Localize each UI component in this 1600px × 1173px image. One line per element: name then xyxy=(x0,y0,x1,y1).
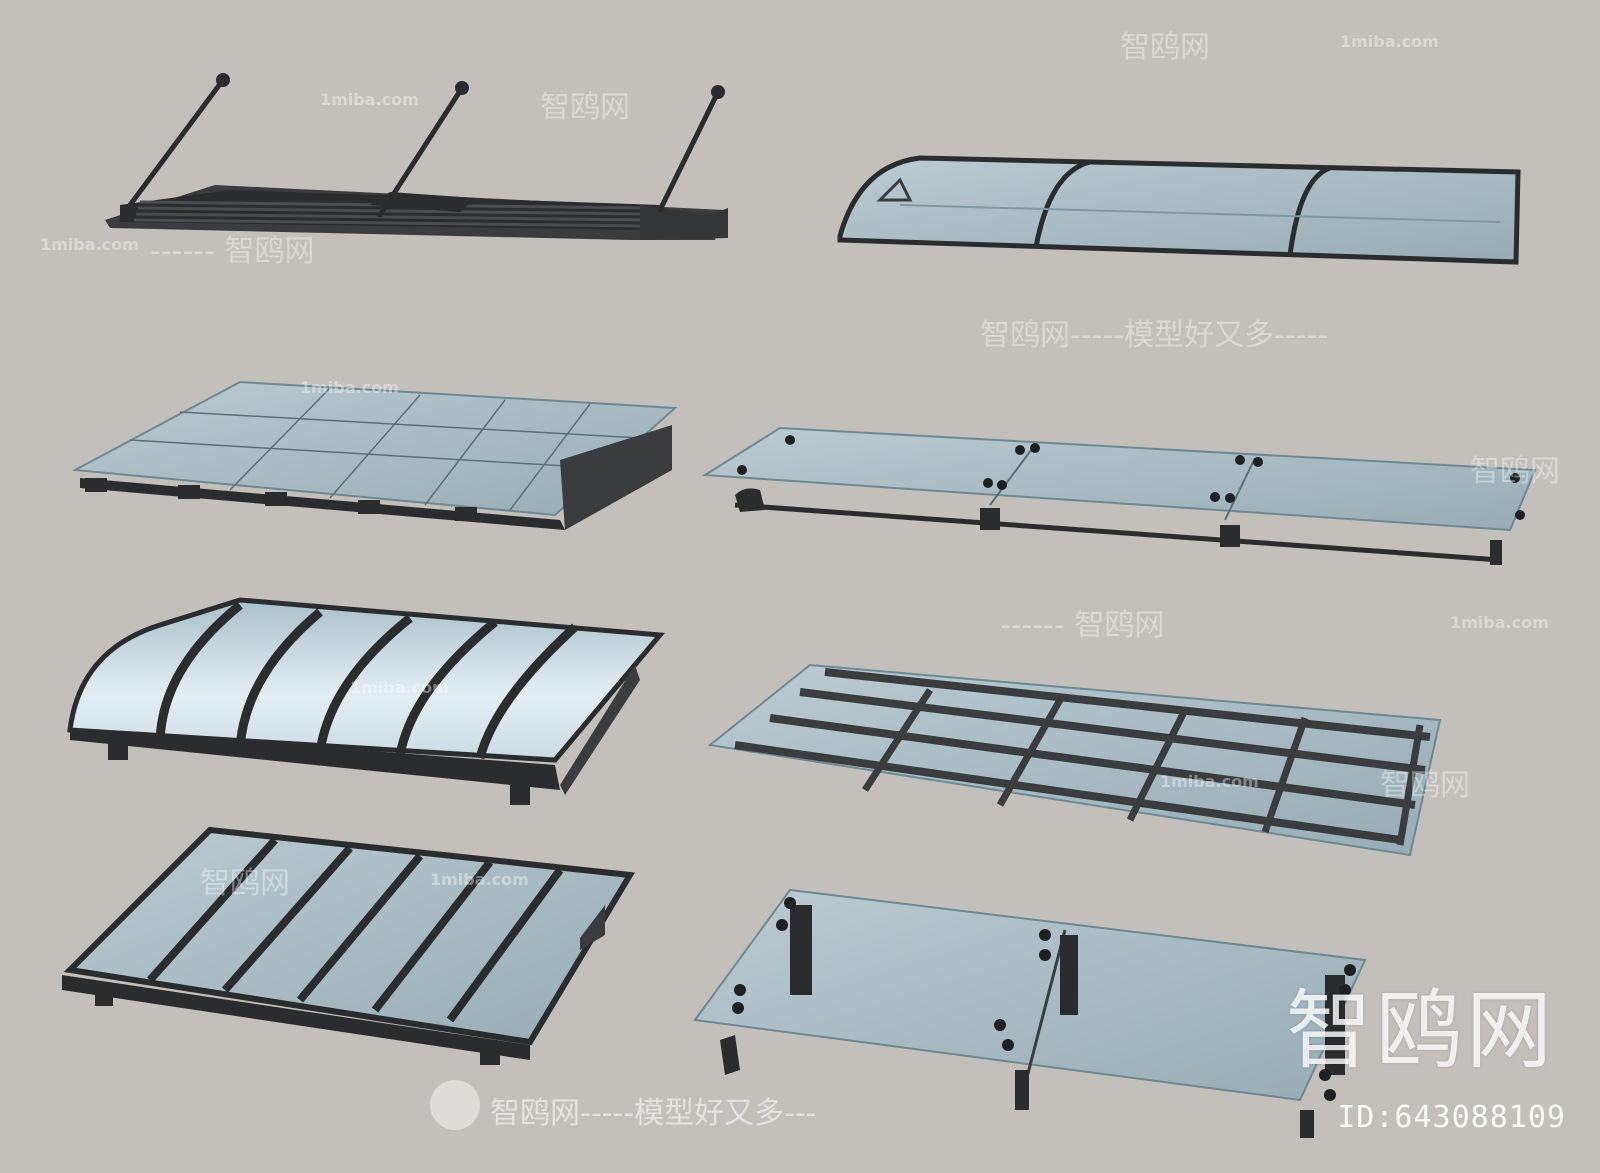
canopy-flat-crossbeam xyxy=(707,663,1442,857)
canopy-flat-ribbed xyxy=(62,826,635,1065)
watermark-logo-icon xyxy=(430,1080,480,1130)
watermark-id: ID:643088109 xyxy=(1337,1100,1566,1135)
canopy-point-fixed xyxy=(693,888,1367,1138)
canopy-rod-suspended xyxy=(105,73,728,240)
canopy-spider-fitting xyxy=(701,426,1537,565)
canopy-flat-gridded xyxy=(71,380,678,530)
canopy-curved-ribbed xyxy=(67,597,666,805)
canopy-curved-long xyxy=(837,155,1521,265)
watermark-big-brand: 智鸥网 xyxy=(1286,981,1556,1081)
